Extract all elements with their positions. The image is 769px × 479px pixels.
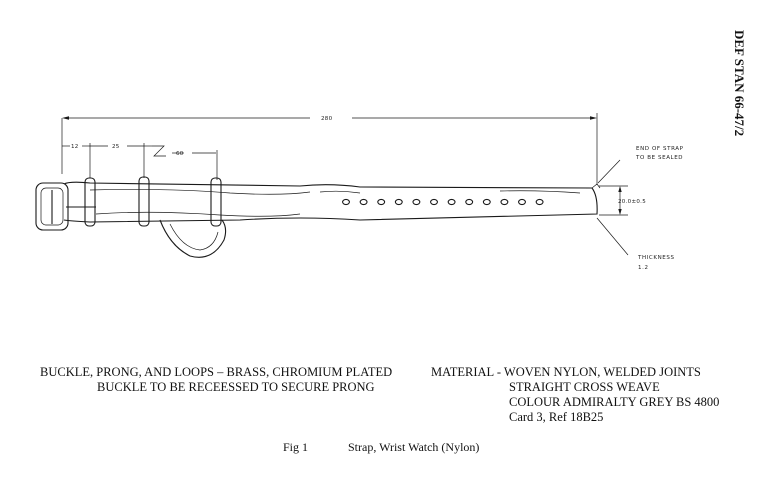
strap-hole [394, 198, 403, 206]
sub-dimensions: 12 25 60 [62, 143, 218, 180]
strap-hole [465, 198, 474, 206]
right-text-line1: MATERIAL - WOVEN NYLON, WELDED JOINTS [431, 365, 701, 379]
dim-overall-label: 280 [321, 116, 333, 122]
left-text-line1: BUCKLE, PRONG, AND LOOPS – BRASS, CHROMI… [40, 365, 393, 379]
dim-width-label: 20.0±0.5 [618, 199, 646, 205]
buckle [35, 182, 96, 231]
left-text-line2: BUCKLE TO BE RECEESSED TO SECURE PRONG [97, 380, 375, 394]
strap-hole [430, 198, 438, 206]
strap-hole [535, 198, 544, 206]
thickness-note-line1: THICKNESS [637, 255, 675, 261]
thickness-note: THICKNESS 1.2 [596, 217, 675, 271]
strap-holes [342, 198, 544, 206]
strap-hole [500, 198, 509, 206]
width-dimension: 20.0±0.5 [599, 185, 646, 216]
strap-body [63, 181, 601, 258]
overall-dimension: 280 [61, 113, 598, 185]
strap-hole [359, 198, 368, 206]
end-seal-note: END OF STRAP TO BE SEALED [597, 146, 684, 184]
strap-hole [447, 198, 456, 206]
dim-25-label: 25 [112, 144, 120, 150]
strap-hole [412, 198, 421, 206]
end-note-line1: END OF STRAP [636, 146, 684, 152]
dim-12-label: 12 [71, 144, 79, 150]
right-text-line4: Card 3, Ref 18B25 [509, 410, 604, 424]
figure-title: Strap, Wrist Watch (Nylon) [348, 440, 480, 454]
right-text-line3: COLOUR ADMIRALTY GREY BS 4800 [509, 395, 720, 409]
right-text-line2: STRAIGHT CROSS WEAVE [509, 380, 660, 394]
strap-hole [482, 198, 491, 206]
doc-ref: DEF STAN 66-47/2 [732, 30, 747, 136]
figure-number: Fig 1 [283, 440, 309, 454]
thickness-note-line2: 1.2 [638, 265, 649, 271]
end-note-line2: TO BE SEALED [635, 155, 683, 161]
strap-hole [342, 198, 350, 206]
strap-hole [518, 198, 526, 206]
dim-60-label: 60 [176, 151, 184, 157]
keeper-loops [84, 176, 222, 227]
strap-hole [377, 198, 386, 206]
